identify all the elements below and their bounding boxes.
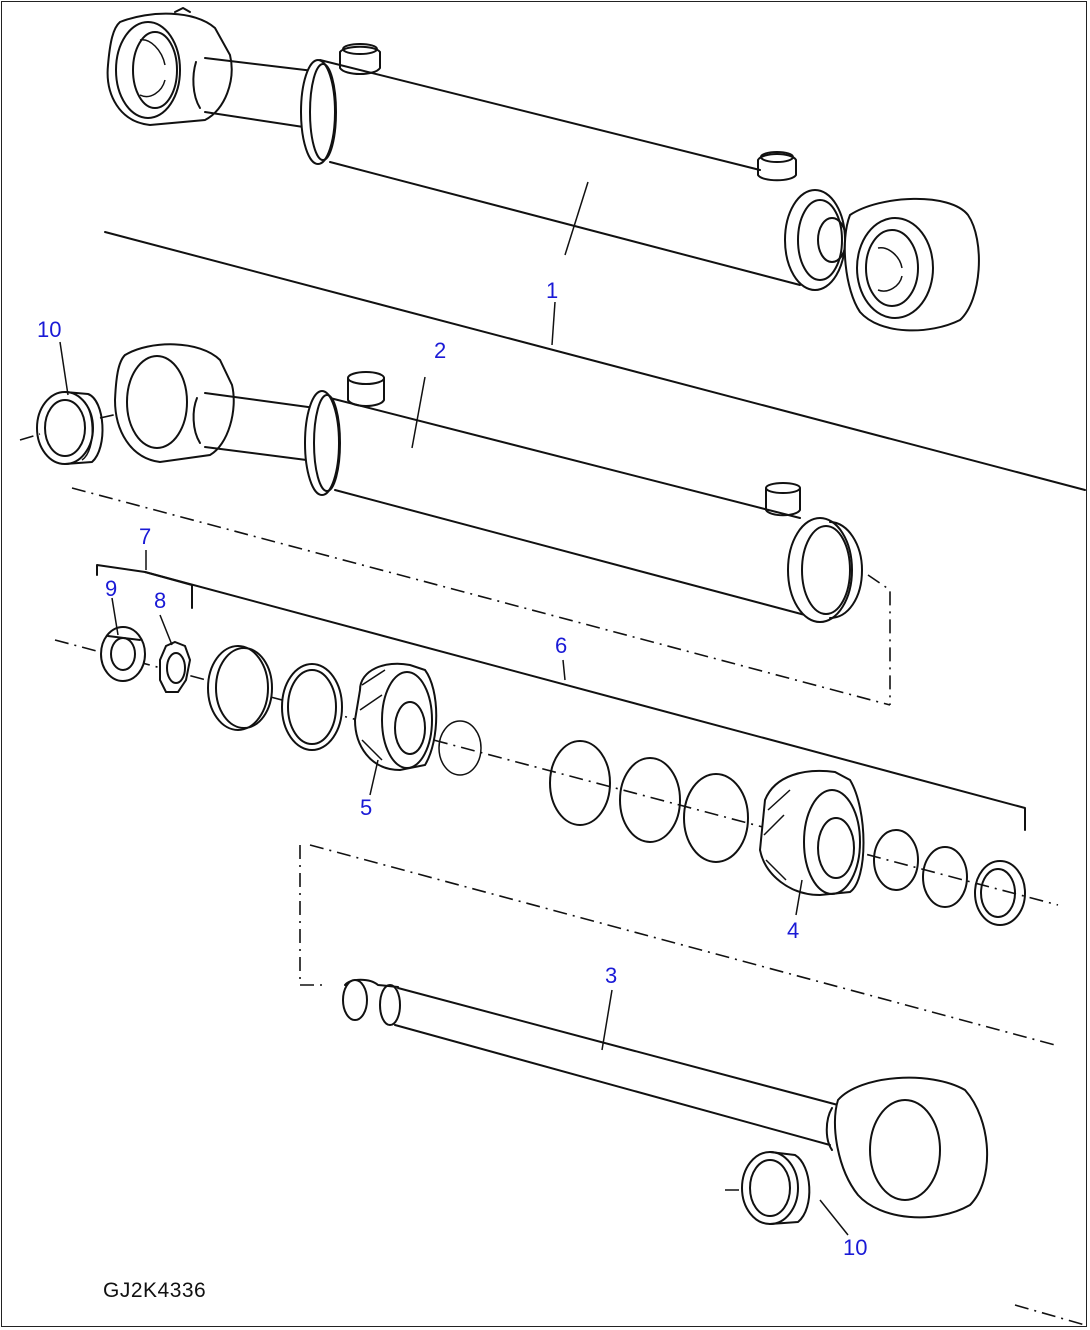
gland-drawing [758,769,865,897]
callout-4: 4 [787,918,799,943]
leader-lines [59,181,849,1236]
group-bracket-6 [144,571,1026,831]
callout-6: 6 [555,633,567,658]
reference-line [71,487,891,706]
seal-rings-left [207,645,343,751]
callout-9: 9 [105,576,117,601]
callout-7: 7 [139,524,151,549]
axis-line [725,1189,1086,1326]
bushing-drawing-top [36,391,104,465]
callout-2: 2 [434,338,446,363]
callout-10-bottom: 10 [843,1235,867,1260]
callout-3: 3 [605,963,617,988]
axis-line [54,639,1059,906]
piston-rod-drawing [342,978,988,1219]
rod-seals-drawing [873,829,1026,926]
reference-line [104,231,1086,491]
callout-8: 8 [154,588,166,613]
reference-line [299,845,325,986]
nut-drawing [100,626,146,682]
bushing-drawing-bottom [741,1151,811,1225]
seal-rings-right [549,740,749,863]
piston-drawing [353,662,438,772]
o-ring [438,720,482,776]
callout-5: 5 [360,795,372,820]
cylinder-assembly-drawing [106,7,980,332]
cylinder-tube-drawing [113,343,863,623]
reference-line [867,574,891,705]
callout-1: 1 [546,278,558,303]
reference-line [309,844,1056,1046]
lock-washer-drawing [159,640,192,693]
callout-10-top: 10 [37,317,61,342]
figure-id: GJ2K4336 [103,1279,207,1302]
axis-line [19,413,119,441]
